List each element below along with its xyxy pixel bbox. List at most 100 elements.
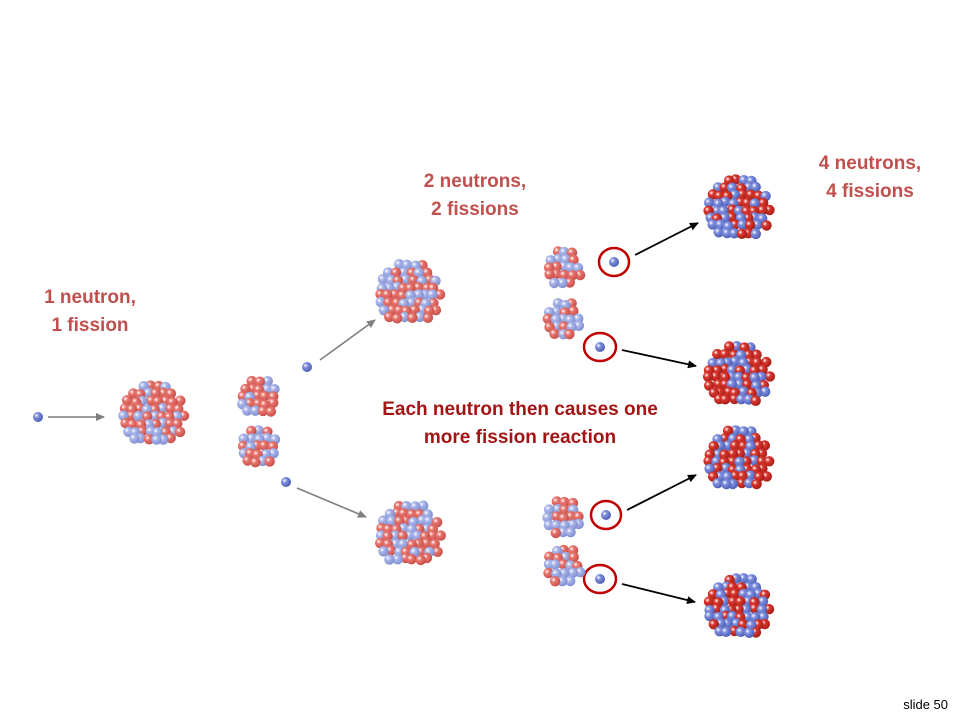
neutron-ball (744, 627, 755, 638)
neutron-highlight-ring (582, 331, 618, 363)
neutron-ball (729, 228, 740, 239)
arrow-stage2-d (621, 583, 696, 604)
proton-ball (384, 311, 395, 323)
proton-ball (764, 456, 775, 467)
neutron-ball (549, 277, 560, 289)
proton-ball (703, 455, 714, 467)
proton-ball (406, 554, 417, 565)
proton-ball (737, 189, 748, 200)
proton-ball (164, 418, 176, 429)
proton-ball (719, 182, 730, 193)
neutron-ball (262, 376, 273, 387)
proton-ball (242, 455, 253, 466)
released-neutron (609, 257, 619, 267)
neutron-ball (760, 386, 771, 397)
neutron-ball (551, 520, 562, 531)
proton-ball (165, 388, 177, 399)
proton-ball (708, 619, 719, 630)
neutron-ball (731, 341, 742, 352)
proton-ball (764, 371, 776, 382)
proton-ball (254, 376, 265, 387)
neutron-highlight-ring (597, 246, 631, 278)
proton-ball (574, 269, 586, 281)
proton-ball (432, 546, 443, 557)
proton-ball (702, 371, 714, 382)
proton-ball (397, 530, 408, 541)
target-nucleus (703, 425, 775, 490)
proton-ball (422, 312, 434, 323)
proton-ball (259, 390, 270, 402)
neutron-ball (730, 425, 741, 436)
target-nucleus (375, 500, 446, 566)
proton-ball (121, 395, 133, 406)
target-nucleus (702, 341, 776, 406)
neutron-ball (567, 567, 579, 578)
incoming-neutron (33, 412, 43, 422)
neutron-ball (375, 296, 386, 308)
fission-fragment (237, 375, 280, 417)
neutron-ball (404, 530, 415, 541)
stage1-label-line2: 1 fission (51, 315, 129, 336)
neutron-ball (565, 527, 576, 538)
proton-ball (750, 395, 761, 406)
stage1-label: 1 neutron, 1 fission (30, 284, 150, 340)
slide-number: slide 50 (903, 697, 948, 712)
neutron-ball (757, 596, 769, 607)
stage2-label-line2: 2 fissions (431, 199, 519, 220)
neutron-ball (246, 433, 257, 444)
proton-ball (568, 551, 579, 563)
released-neutron (281, 477, 291, 487)
fission-fragment (542, 298, 585, 340)
proton-ball (549, 576, 561, 587)
neutron-ball (423, 515, 434, 526)
neutron-ball (707, 219, 718, 230)
proton-ball (729, 440, 741, 451)
proton-ball (558, 321, 570, 332)
proton-ball (551, 496, 562, 507)
proton-ball (558, 512, 569, 524)
fission-fragment (237, 425, 281, 468)
neutron-ball (544, 504, 555, 515)
neutron-ball (394, 259, 405, 270)
proton-ball (382, 531, 393, 542)
proton-ball (712, 462, 723, 474)
neutron-ball (551, 306, 562, 317)
proton-ball (544, 551, 555, 562)
proton-ball (719, 349, 731, 360)
proton-ball (143, 434, 155, 445)
proton-ball (397, 290, 408, 301)
neutron-ball (549, 559, 561, 570)
neutron-ball (704, 463, 715, 474)
proton-ball (175, 395, 186, 406)
released-neutron (302, 362, 312, 372)
proton-ball (250, 457, 261, 468)
released-neutron (595, 342, 605, 352)
proton-ball (741, 197, 753, 208)
neutron-highlight-ring (589, 499, 623, 531)
proton-ball (719, 449, 730, 460)
proton-ball (382, 289, 393, 300)
neutron-ball (749, 198, 760, 209)
proton-ball (751, 349, 762, 360)
arrow-stage2-a (634, 222, 699, 256)
proton-ball (434, 289, 446, 300)
proton-ball (259, 440, 270, 451)
proton-ball (735, 596, 746, 607)
neutron-ball (171, 411, 182, 422)
proton-ball (172, 418, 183, 429)
proton-ball (727, 596, 739, 607)
proton-ball (544, 269, 555, 280)
proton-ball (736, 228, 748, 239)
initial-nucleus (118, 380, 190, 445)
proton-ball (268, 397, 279, 408)
neutron-ball (729, 356, 741, 367)
explanation-line1: Each neutron then causes one (382, 399, 658, 420)
neutron-ball (386, 515, 397, 526)
neutron-ball (427, 289, 438, 300)
proton-ball (703, 596, 715, 607)
proton-ball (761, 471, 772, 482)
stage3-label-line2: 4 fissions (826, 181, 914, 202)
proton-ball (573, 511, 584, 522)
neutron-ball (737, 219, 748, 230)
